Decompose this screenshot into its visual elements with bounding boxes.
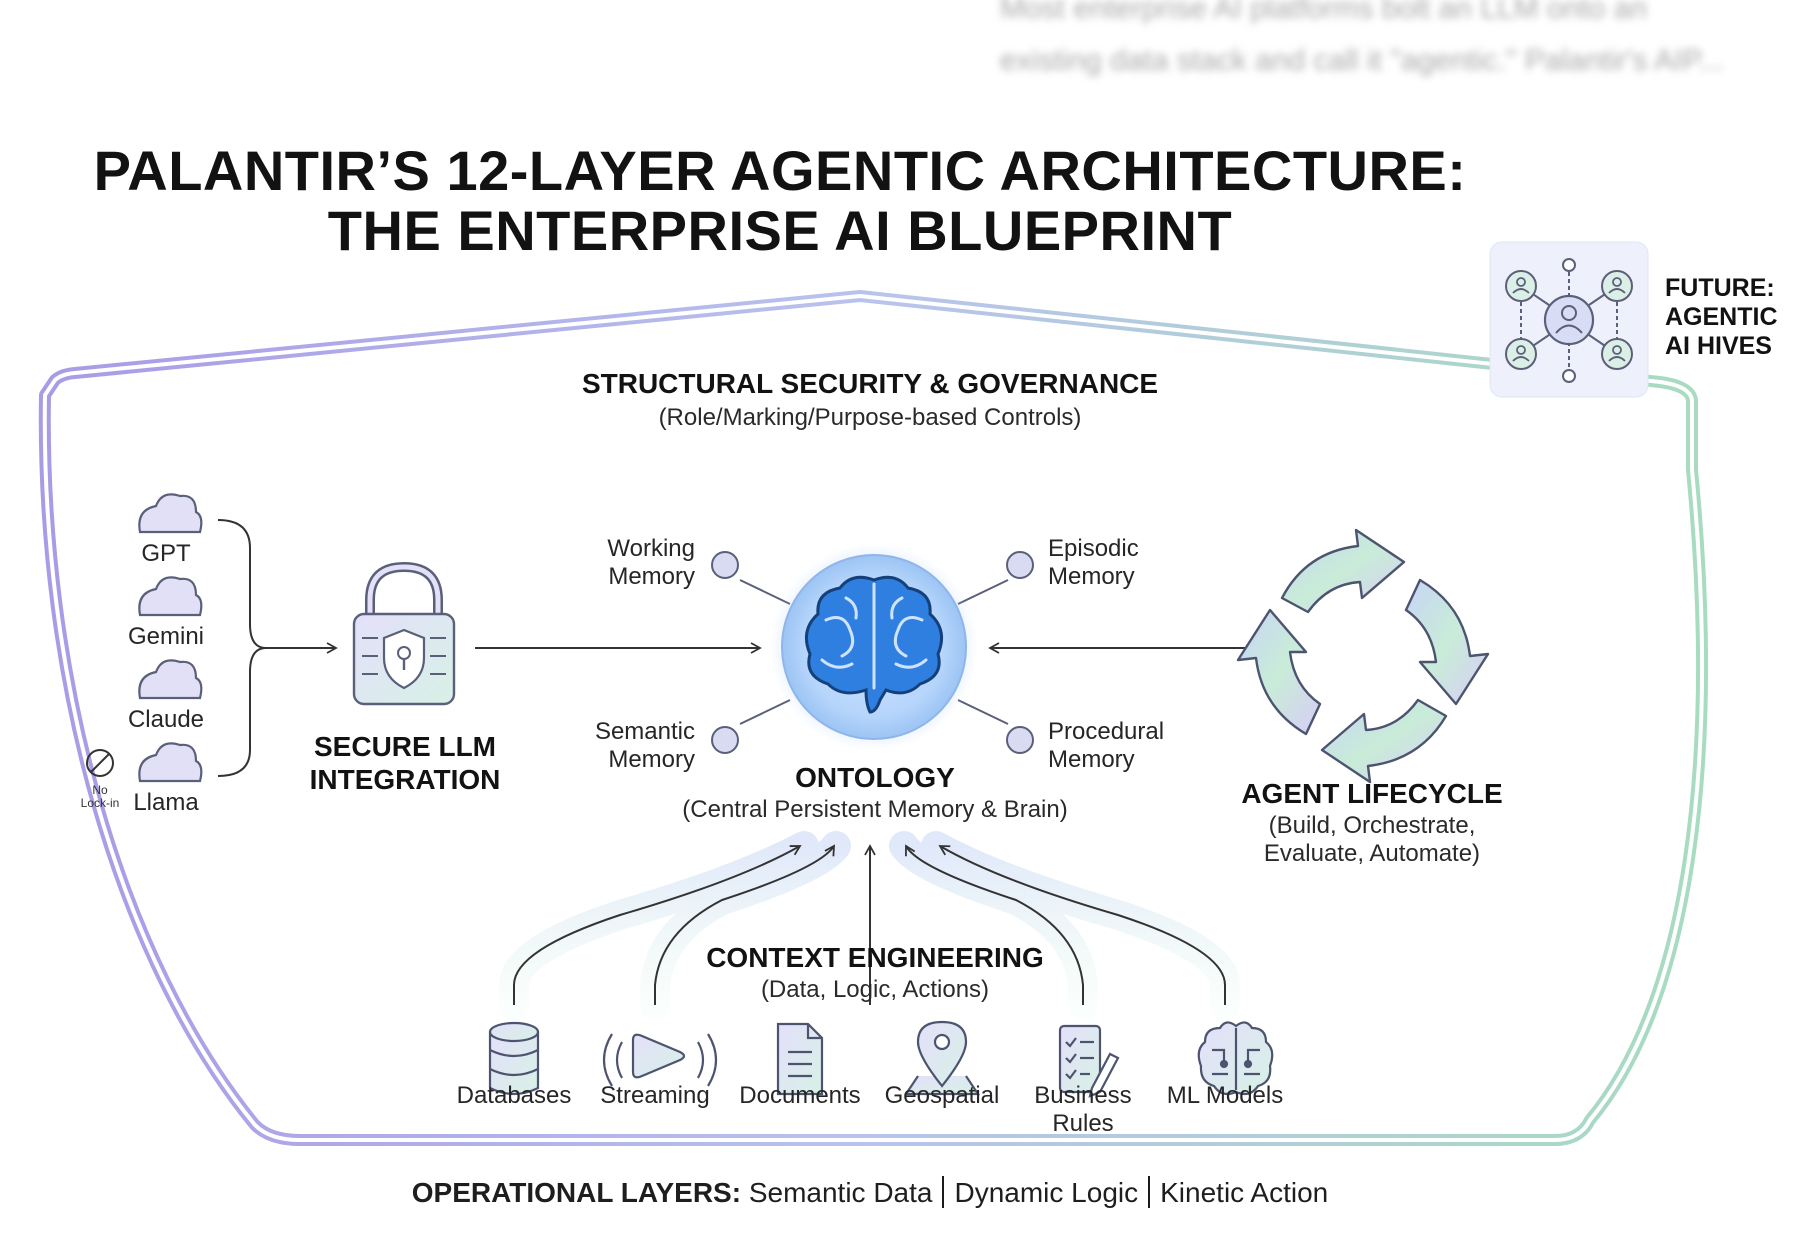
no-lock-in-line-2: Lock-in — [80, 796, 120, 810]
memory-spokes — [711, 551, 1034, 754]
source-label-geospatial: Geospatial — [884, 1082, 1000, 1109]
source-label-ml-models: ML Models — [1166, 1082, 1284, 1109]
business-rules-icon — [1058, 1024, 1120, 1098]
agent-lifecycle-line-2: Evaluate, Automate) — [1263, 840, 1481, 867]
no-lock-in-line-1: No — [92, 783, 108, 797]
procedural-memory-line-1: Procedural — [1048, 718, 1165, 745]
page-title-line-2: THE ENTERPRISE AI BLUEPRINT — [327, 199, 1233, 262]
agent-network-icon — [1489, 241, 1649, 398]
secure-llm-label: SECURE LLM INTEGRATION — [290, 730, 520, 796]
business-rules-line-2: Rules — [1052, 1110, 1114, 1137]
future-line-2: AGENTIC — [1665, 303, 1778, 331]
streaming-icon — [602, 1033, 718, 1087]
llama-cloud-icon — [138, 742, 203, 783]
geospatial-icon — [903, 1020, 981, 1096]
governance-title: STRUCTURAL SECURITY & GOVERNANCE — [581, 368, 1159, 399]
ontology-title: ONTOLOGY — [795, 762, 955, 793]
secure-llm-line-1: SECURE LLM — [314, 731, 496, 762]
operational-layer-semantic-data: Semantic Data — [748, 1177, 933, 1208]
semantic-memory-label: Semantic Memory — [560, 718, 695, 774]
episodic-memory-line-2: Memory — [1048, 563, 1135, 590]
operational-layers-label: OPERATIONAL LAYERS: — [411, 1177, 742, 1208]
procedural-memory-label: Procedural Memory — [1048, 718, 1164, 774]
agent-lifecycle-line-1: (Build, Orchestrate, — [1268, 812, 1476, 839]
gpt-cloud-icon — [138, 493, 203, 534]
ml-model-brain-icon — [1197, 1021, 1274, 1096]
source-label-databases: Databases — [456, 1082, 572, 1109]
episodic-memory-label: Episodic Memory — [1048, 535, 1139, 591]
padlock-shield-icon — [352, 561, 456, 706]
source-label-documents: Documents — [739, 1082, 861, 1109]
brain-icon — [770, 543, 978, 751]
working-memory-label: Working Memory — [560, 535, 695, 591]
context-flow — [499, 831, 1240, 1020]
background-text-line-1: Most enterprise AI platforms bolt an LLM… — [1000, 0, 1648, 25]
llm-cloud-icons — [138, 493, 203, 783]
llm-label-llama: Llama — [133, 789, 199, 816]
llm-brace — [217, 519, 338, 777]
layer-divider — [942, 1176, 945, 1208]
source-label-business-rules: Business Rules — [1013, 1082, 1153, 1138]
working-memory-line-1: Working — [607, 535, 695, 562]
working-memory-line-2: Memory — [608, 563, 695, 590]
background-text-line-2: existing data stack and call it "agentic… — [1000, 44, 1724, 77]
agent-lifecycle-title: AGENT LIFECYCLE — [1241, 778, 1503, 809]
no-lock-in-label: No Lock-in — [70, 784, 130, 810]
no-lock-in-icon — [86, 749, 114, 777]
business-rules-line-1: Business — [1034, 1082, 1132, 1109]
ontology-subtitle: (Central Persistent Memory & Brain) — [682, 796, 1068, 823]
procedural-memory-line-2: Memory — [1048, 746, 1135, 773]
agent-lifecycle-subtitle: (Build, Orchestrate, Evaluate, Automate) — [1222, 812, 1522, 868]
claude-cloud-icon — [138, 659, 203, 700]
cycle-arrows-icon — [1236, 528, 1490, 784]
context-engineering-subtitle: (Data, Logic, Actions) — [760, 976, 990, 1003]
layer-divider — [1148, 1176, 1151, 1208]
architecture-frame — [38, 290, 1708, 1146]
future-hives-label: FUTURE: AGENTIC AI HIVES — [1665, 274, 1778, 361]
governance-subtitle: (Role/Marking/Purpose-based Controls) — [658, 404, 1082, 431]
page-title-line-1: PALANTIR’S 12-LAYER AGENTIC ARCHITECTURE… — [93, 139, 1467, 202]
future-line-3: AI HIVES — [1665, 332, 1772, 360]
llm-label-gemini: Gemini — [127, 623, 205, 650]
semantic-memory-line-2: Memory — [608, 746, 695, 773]
episodic-memory-line-1: Episodic — [1048, 535, 1139, 562]
source-label-streaming: Streaming — [600, 1082, 710, 1109]
database-icon — [488, 1021, 540, 1096]
context-engineering-title: CONTEXT ENGINEERING — [706, 942, 1044, 973]
future-line-1: FUTURE: — [1665, 274, 1775, 302]
operational-layer-kinetic-action: Kinetic Action — [1160, 1177, 1329, 1208]
document-icon — [776, 1022, 824, 1096]
secure-llm-line-2: INTEGRATION — [309, 764, 501, 795]
gemini-cloud-icon — [138, 576, 203, 617]
operational-layer-dynamic-logic: Dynamic Logic — [954, 1177, 1139, 1208]
llm-label-gpt: GPT — [141, 540, 191, 567]
operational-layers: OPERATIONAL LAYERS: Semantic Data Dynamic… — [260, 1176, 1480, 1209]
semantic-memory-line-1: Semantic — [594, 718, 695, 745]
llm-label-claude: Claude — [127, 706, 205, 733]
